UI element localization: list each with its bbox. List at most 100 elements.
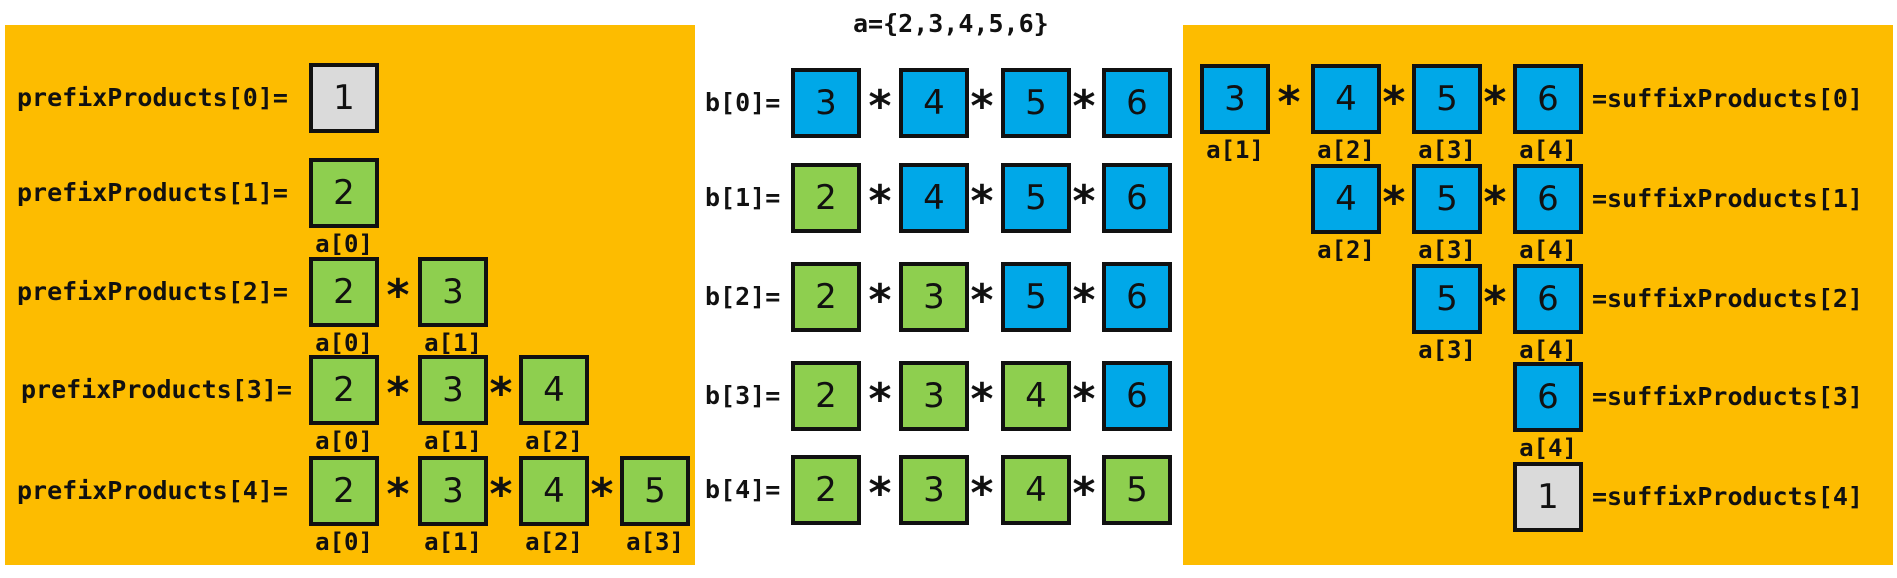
prefix-value-box: 2 xyxy=(309,355,379,425)
result-value-box: 3 xyxy=(899,361,969,431)
prefix-value-box: 1 xyxy=(309,63,379,133)
result-value-box: 3 xyxy=(899,262,969,332)
prefix-index-label: a[0] xyxy=(315,230,373,258)
prefix-index-label: a[0] xyxy=(315,427,373,455)
result-value-box: 6 xyxy=(1102,163,1172,233)
prefix-row-label: prefixProducts[1]= xyxy=(17,178,288,207)
prefix-value-box: 4 xyxy=(519,456,589,526)
result-row-label: b[1]= xyxy=(705,183,781,212)
prefix-index-label: a[0] xyxy=(315,528,373,556)
multiply-sign: * xyxy=(866,374,894,425)
multiply-sign: * xyxy=(1481,177,1509,228)
result-value-box: 6 xyxy=(1102,68,1172,138)
multiply-sign: * xyxy=(866,275,894,326)
prefix-value-box: 2 xyxy=(309,257,379,327)
result-value-box: 2 xyxy=(791,455,861,525)
suffix-value-box: 5 xyxy=(1412,164,1482,234)
suffix-index-label: a[4] xyxy=(1519,434,1577,462)
prefix-value-box: 5 xyxy=(620,456,690,526)
prefix-value-box: 4 xyxy=(519,355,589,425)
multiply-sign: * xyxy=(968,81,996,132)
prefix-index-label: a[1] xyxy=(424,427,482,455)
multiply-sign: * xyxy=(968,468,996,519)
prefix-row-label: prefixProducts[2]= xyxy=(17,277,288,306)
result-row-label: b[4]= xyxy=(705,475,781,504)
prefix-row-label: prefixProducts[3]= xyxy=(21,375,292,404)
suffix-index-label: a[3] xyxy=(1418,236,1476,264)
suffix-value-box: 4 xyxy=(1311,64,1381,134)
multiply-sign: * xyxy=(384,368,412,419)
prefix-value-box: 3 xyxy=(418,257,488,327)
prefix-index-label: a[1] xyxy=(424,329,482,357)
result-value-box: 5 xyxy=(1102,455,1172,525)
suffix-index-label: a[4] xyxy=(1519,136,1577,164)
result-value-box: 4 xyxy=(1001,361,1071,431)
suffix-index-label: a[4] xyxy=(1519,236,1577,264)
suffix-row-label: =suffixProducts[1] xyxy=(1592,184,1863,213)
multiply-sign: * xyxy=(384,270,412,321)
prefix-index-label: a[2] xyxy=(525,427,583,455)
suffix-index-label: a[3] xyxy=(1418,336,1476,364)
result-row-label: b[3]= xyxy=(705,381,781,410)
result-value-box: 2 xyxy=(791,361,861,431)
prefix-value-box: 3 xyxy=(418,456,488,526)
suffix-value-box: 3 xyxy=(1200,64,1270,134)
multiply-sign: * xyxy=(866,176,894,227)
result-value-box: 4 xyxy=(899,163,969,233)
suffix-value-box: 5 xyxy=(1412,64,1482,134)
result-value-box: 6 xyxy=(1102,361,1172,431)
multiply-sign: * xyxy=(968,176,996,227)
result-value-box: 3 xyxy=(899,455,969,525)
result-value-box: 5 xyxy=(1001,163,1071,233)
multiply-sign: * xyxy=(1070,468,1098,519)
multiply-sign: * xyxy=(384,469,412,520)
multiply-sign: * xyxy=(487,469,515,520)
multiply-sign: * xyxy=(1070,275,1098,326)
result-value-box: 4 xyxy=(1001,455,1071,525)
result-value-box: 6 xyxy=(1102,262,1172,332)
prefix-index-label: a[2] xyxy=(525,528,583,556)
result-row-label: b[2]= xyxy=(705,282,781,311)
prefix-index-label: a[3] xyxy=(626,528,684,556)
result-row-label: b[0]= xyxy=(705,88,781,117)
suffix-value-box: 6 xyxy=(1513,362,1583,432)
prefix-row-label: prefixProducts[0]= xyxy=(17,83,288,112)
multiply-sign: * xyxy=(1070,81,1098,132)
multiply-sign: * xyxy=(1070,374,1098,425)
array-definition-title: a={2,3,4,5,6} xyxy=(853,9,1049,38)
multiply-sign: * xyxy=(968,374,996,425)
multiply-sign: * xyxy=(968,275,996,326)
prefix-row-label: prefixProducts[4]= xyxy=(17,476,288,505)
prefix-value-box: 3 xyxy=(418,355,488,425)
suffix-row-label: =suffixProducts[0] xyxy=(1592,84,1863,113)
suffix-row-label: =suffixProducts[3] xyxy=(1592,382,1863,411)
suffix-row-label: =suffixProducts[2] xyxy=(1592,284,1863,313)
prefix-index-label: a[1] xyxy=(424,528,482,556)
prefix-value-box: 2 xyxy=(309,456,379,526)
suffix-index-label: a[1] xyxy=(1206,136,1264,164)
multiply-sign: * xyxy=(1275,77,1303,128)
prefix-value-box: 2 xyxy=(309,158,379,228)
multiply-sign: * xyxy=(1070,176,1098,227)
prefix-index-label: a[0] xyxy=(315,329,373,357)
suffix-value-box: 6 xyxy=(1513,264,1583,334)
suffix-index-label: a[4] xyxy=(1519,336,1577,364)
suffix-index-label: a[2] xyxy=(1317,236,1375,264)
result-value-box: 2 xyxy=(791,163,861,233)
multiply-sign: * xyxy=(1481,77,1509,128)
multiply-sign: * xyxy=(1380,177,1408,228)
multiply-sign: * xyxy=(866,81,894,132)
multiply-sign: * xyxy=(1481,277,1509,328)
suffix-value-box: 1 xyxy=(1513,462,1583,532)
suffix-value-box: 5 xyxy=(1412,264,1482,334)
suffix-index-label: a[3] xyxy=(1418,136,1476,164)
result-value-box: 5 xyxy=(1001,262,1071,332)
suffix-value-box: 6 xyxy=(1513,164,1583,234)
multiply-sign: * xyxy=(487,368,515,419)
suffix-value-box: 4 xyxy=(1311,164,1381,234)
result-value-box: 2 xyxy=(791,262,861,332)
suffix-value-box: 6 xyxy=(1513,64,1583,134)
result-value-box: 5 xyxy=(1001,68,1071,138)
suffix-row-label: =suffixProducts[4] xyxy=(1592,482,1863,511)
suffix-index-label: a[2] xyxy=(1317,136,1375,164)
